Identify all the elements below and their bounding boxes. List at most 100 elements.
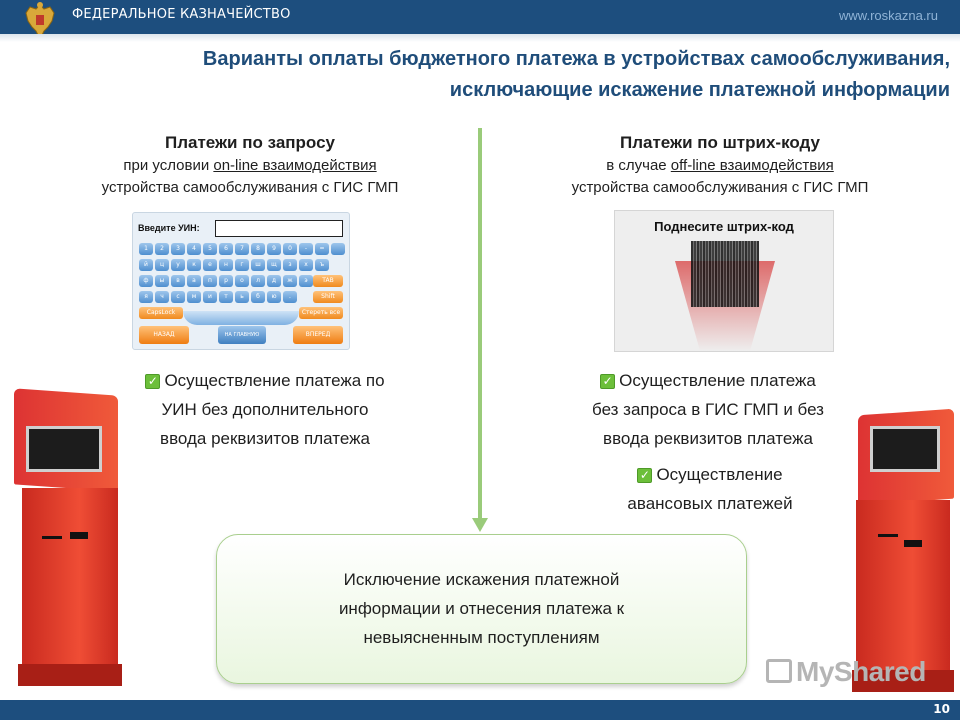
left-benefit-line-3: ввода реквизитов платежа [160,429,370,448]
keyboard-key: м [187,291,201,303]
keyboard-key: з [283,259,297,271]
tab-key: TAB [313,275,343,287]
keyboard-key: = [315,243,329,255]
keyboard-key: ъ [315,259,329,271]
keyboard-key: ь [235,291,249,303]
keyboard-key: и [203,291,217,303]
checkbox-checked-icon: ✓ [145,374,161,389]
receipt-slot-icon [878,534,898,537]
back-key: НАЗАД [139,326,189,344]
watermark: MyShared [766,656,926,688]
keyboard-key: . [283,291,297,303]
keyboard-key: щ [267,259,281,271]
barcode-scanner-image: Поднесите штрих-код [614,210,834,352]
right-benefit-2-line-1: ✓Осуществление [590,460,830,489]
page-number: 10 [933,702,950,716]
keyboard-key: ж [283,275,297,287]
keyboard-key: 3 [171,243,185,255]
card-slot-icon [904,540,922,547]
keyboard-key: б [251,291,265,303]
right-benefit-2: ✓Осуществление авансовых платежей [590,460,830,518]
keyboard-key: 7 [235,243,249,255]
kiosk-body [856,500,950,670]
keyboard-key: х [299,259,313,271]
keyboard-key: 6 [219,243,233,255]
right-benefit-1-line-1: ✓Осуществление платежа [548,366,868,395]
keyboard-key: с [171,291,185,303]
left-subtitle-2: устройства самообслуживания с ГИС ГМП [101,179,399,196]
page-title-line-1: Варианты оплаты бюджетного платежа в уст… [202,48,950,70]
checkbox-checked-icon: ✓ [600,374,616,389]
right-benefit-1-line-3: ввода реквизитов платежа [603,429,813,448]
left-benefit-line-2: УИН без дополнительного [161,400,369,419]
keyboard-key: п [203,275,217,287]
keyboard-key: а [187,275,201,287]
keyboard-key: 0 [283,243,297,255]
keyboard-key: л [251,275,265,287]
left-kiosk-image [10,388,130,692]
keyboard-key: 8 [251,243,265,255]
barcode-prompt: Поднесите штрих-код [654,219,794,234]
keyboard-key [331,243,345,255]
kiosk-screen [26,426,102,472]
keyboard-key: ю [267,291,281,303]
organization-name: ФЕДЕРАЛЬНОЕ КАЗНАЧЕЙСТВО [72,7,291,22]
keyboard-key: е [203,259,217,271]
right-subtitle-prefix: в случае [606,157,671,174]
header-bar: ФЕДЕРАЛЬНОЕ КАЗНАЧЕЙСТВО www.roskazna.ru [0,0,960,41]
keyboard-key: н [219,259,233,271]
keyboard-key: к [187,259,201,271]
kiosk-body [22,488,118,664]
result-text: Исключение искажения платежной информаци… [217,565,746,652]
left-subtitle-underlined: on-line взаимодействия [213,157,377,174]
receipt-slot-icon [42,536,62,539]
barcode-icon [691,241,759,307]
keyboard-key: ы [155,275,169,287]
result-line-1: Исключение искажения платежной [343,570,620,589]
keyboard-key: в [171,275,185,287]
uin-input-field [215,220,343,237]
right-subtitle-underlined: off-line взаимодействия [670,157,834,174]
kiosk-screen [870,426,940,472]
keyboard-key: 2 [155,243,169,255]
kiosk-base [18,664,122,686]
page-title-line-2: исключающие искажение платежной информац… [449,79,950,101]
main-page-key: НА ГЛАВНУЮ [218,326,266,344]
keyboard-key: 5 [203,243,217,255]
left-heading: Платежи по запросу [164,133,336,152]
kiosk-base [852,670,954,692]
footer-bar: 10 [0,700,960,720]
keyboard-key: о [235,275,249,287]
right-benefit-2-line-2: авансовых платежей [627,494,793,513]
keyboard-key: ф [139,275,153,287]
right-subtitle-2: устройства самообслуживания с ГИС ГМП [571,179,869,196]
divider-line [478,128,482,520]
keyboard-key: - [299,243,313,255]
keyboard-key: р [219,275,233,287]
left-subtitle-prefix: при условии [123,157,214,174]
left-benefit: ✓Осуществление платежа по УИН без дополн… [100,366,430,453]
right-subtitle-1: в случае off-line взаимодействия [510,155,930,177]
right-benefit-1-line-2: без запроса в ГИС ГМП и без [592,400,824,419]
keyboard-key: у [171,259,185,271]
card-slot-icon [70,532,88,539]
right-benefit-1-line-1-text: Осуществление платежа [619,371,816,390]
capslock-key: CapsLock [139,307,183,319]
right-benefit-2-line-1-text: Осуществление [656,465,783,484]
keyboard-key: т [219,291,233,303]
left-column-header: Платежи по запросу при условии on-line в… [40,131,460,199]
keyboard-key: 4 [187,243,201,255]
right-benefit-1: ✓Осуществление платежа без запроса в ГИС… [548,366,868,453]
left-benefit-line-1: ✓Осуществление платежа по [100,366,430,395]
keyboard-key: д [267,275,281,287]
page-title: Варианты оплаты бюджетного платежа в уст… [50,44,950,106]
website-link[interactable]: www.roskazna.ru [839,8,938,23]
keyboard-key: й [139,259,153,271]
checkbox-checked-icon: ✓ [637,468,653,483]
keyboard-key: 1 [139,243,153,255]
shift-key: Shift [313,291,343,303]
result-line-3: невыясненным поступлениям [363,628,600,647]
